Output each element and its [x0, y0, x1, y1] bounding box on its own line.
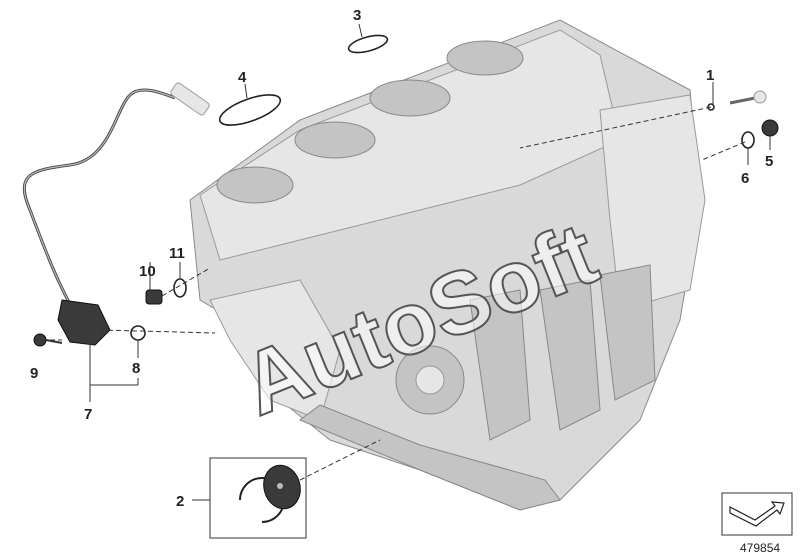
callout-8[interactable]: 8 [132, 360, 140, 377]
sensor-cable [22, 82, 210, 346]
callout-7[interactable]: 7 [84, 406, 92, 423]
gasket-part-4[interactable] [216, 89, 284, 132]
o-ring-part-8[interactable] [130, 325, 146, 341]
callout-9[interactable]: 9 [30, 365, 38, 382]
callout-5[interactable]: 5 [765, 153, 773, 170]
leader-lines [50, 23, 771, 501]
engine-block [189, 19, 706, 511]
direction-arrow-icon [721, 492, 793, 536]
callout-10[interactable]: 10 [139, 263, 156, 280]
callout-6[interactable]: 6 [741, 170, 749, 187]
callout-1[interactable]: 1 [706, 67, 714, 84]
callout-2[interactable]: 2 [176, 493, 184, 510]
ring-part-11[interactable] [173, 278, 187, 298]
washer-part-6[interactable] [741, 131, 755, 149]
document-number: 479854 [740, 541, 780, 555]
bolt-part-1[interactable] [707, 90, 767, 111]
gasket-part-3[interactable] [347, 32, 389, 56]
callout-3[interactable]: 3 [353, 7, 361, 24]
cover-part-2[interactable] [209, 457, 307, 539]
callout-11[interactable]: 11 [169, 245, 185, 262]
cap-part-5[interactable] [761, 119, 779, 137]
plug-part-10[interactable] [145, 289, 163, 305]
bolt-part-9[interactable] [33, 333, 63, 347]
callout-4[interactable]: 4 [238, 69, 247, 86]
callout-labels: 1 2 3 4 5 6 7 8 9 10 11 [30, 7, 773, 510]
